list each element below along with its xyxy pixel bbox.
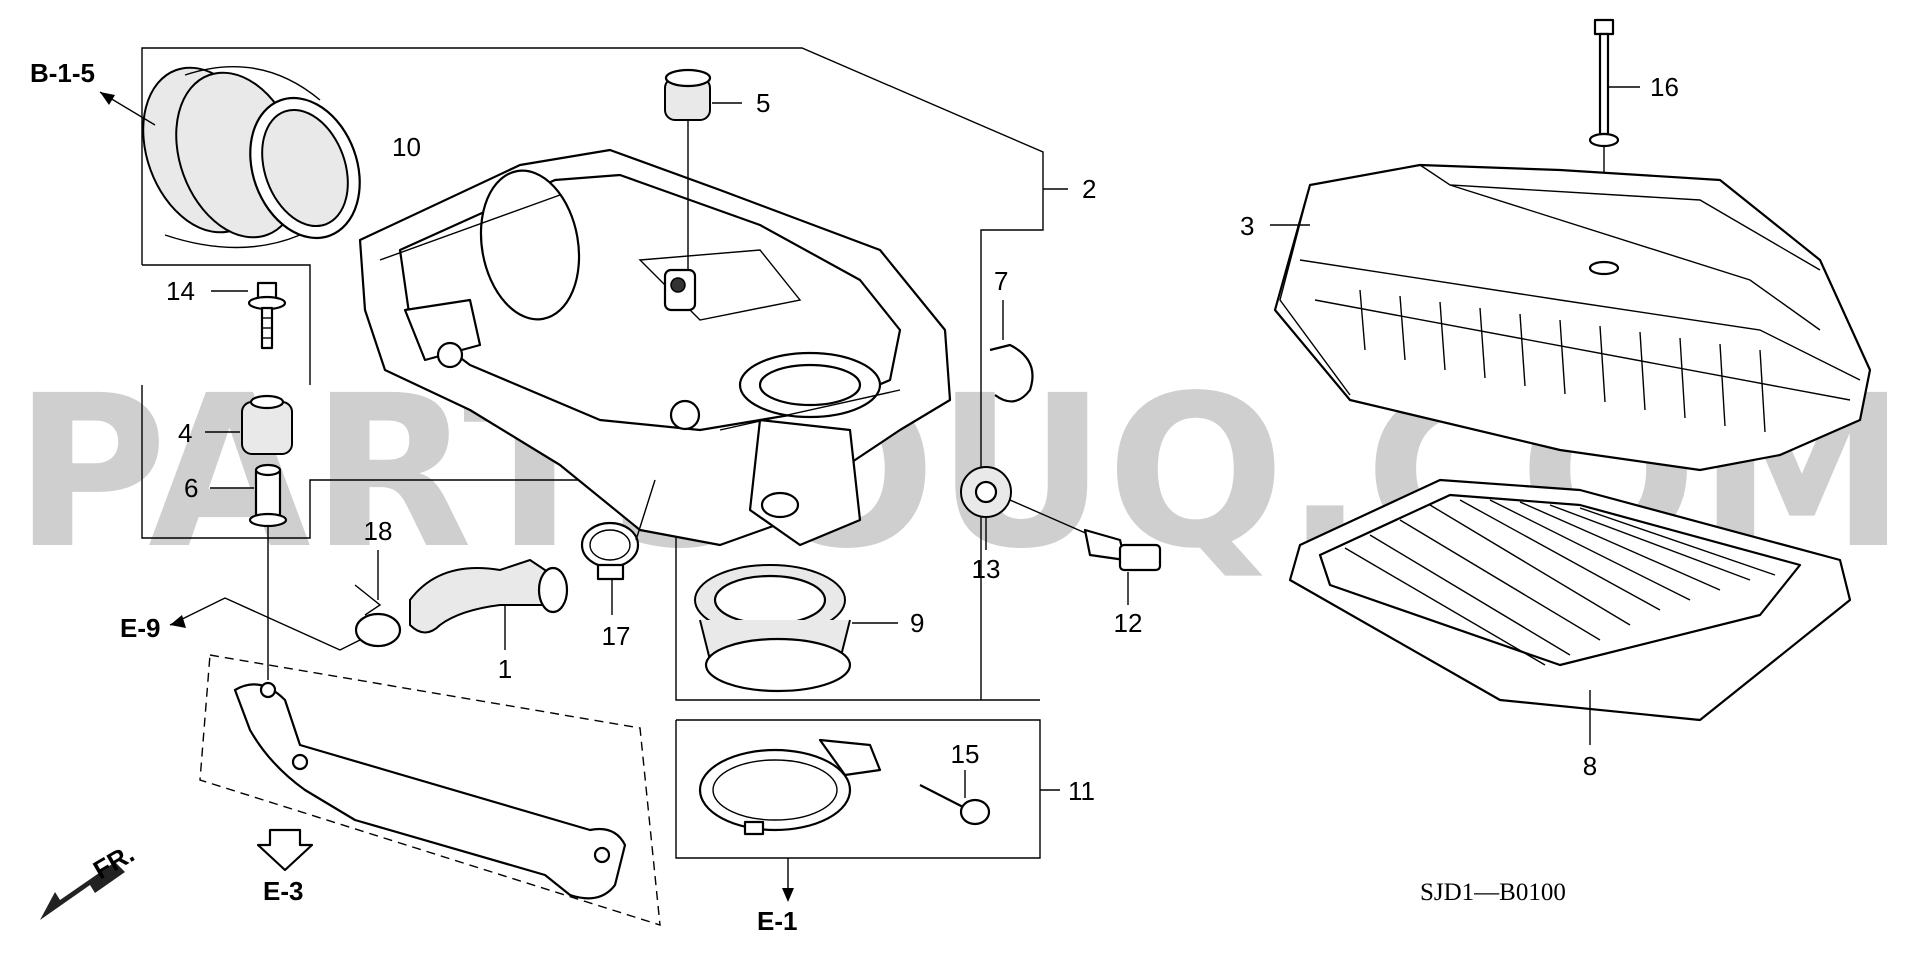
callout-4: 4 <box>178 418 192 448</box>
bracket-e3 <box>199 654 661 926</box>
callout-8: 8 <box>1583 751 1597 781</box>
callout-15: 15 <box>951 739 980 769</box>
arrow-e3 <box>256 828 314 872</box>
part-4-grommet[interactable] <box>205 394 293 455</box>
callout-17: 17 <box>602 621 631 651</box>
callout-18: 18 <box>364 516 393 546</box>
part-2-air-cleaner-housing[interactable] <box>358 148 952 547</box>
part-12-iat-sensor[interactable] <box>1009 499 1162 605</box>
arrow-e1 <box>782 858 794 902</box>
arrow-e9 <box>169 597 361 651</box>
callout-6: 6 <box>184 473 198 503</box>
callout-12: 12 <box>1114 608 1143 638</box>
assembly-outline <box>141 47 1068 859</box>
part-15-bolt[interactable] <box>919 770 991 826</box>
callout-5: 5 <box>756 88 770 118</box>
part-13-grommet[interactable] <box>960 466 1012 550</box>
part-14-bolt[interactable] <box>211 281 287 350</box>
callout-10: 10 <box>392 132 421 162</box>
part-3-upper-cover[interactable] <box>1270 163 1872 472</box>
callout-11: 11 <box>1068 776 1095 806</box>
part-6-collar[interactable] <box>210 463 288 680</box>
callout-14: 14 <box>166 276 195 306</box>
ref-e9[interactable]: E-9 <box>120 613 160 643</box>
part-10-intake-boot[interactable] <box>121 50 378 254</box>
part-17-clamp[interactable] <box>580 479 656 615</box>
part-16-bolt[interactable] <box>1588 18 1640 265</box>
part-5-grommet[interactable] <box>664 68 742 270</box>
callout-2: 2 <box>1082 174 1096 204</box>
part-11-clamp-band[interactable] <box>698 738 882 836</box>
diagram-code: SJD1—B0100 <box>1420 879 1566 906</box>
part-1-breather-hose[interactable] <box>409 558 569 650</box>
front-arrow <box>40 862 125 920</box>
callout-9: 9 <box>910 608 924 638</box>
callout-16: 16 <box>1650 72 1679 102</box>
part-8-air-filter[interactable] <box>1288 478 1852 745</box>
ref-e3[interactable]: E-3 <box>263 876 303 906</box>
part-9-duct-seal[interactable] <box>694 564 898 693</box>
arrow-b15 <box>99 91 156 126</box>
ref-e1[interactable]: E-1 <box>757 906 797 936</box>
callout-1: 1 <box>498 654 512 684</box>
callout-3: 3 <box>1240 211 1254 241</box>
callout-13: 13 <box>972 554 1001 584</box>
part-7-clip[interactable] <box>989 300 1034 403</box>
part-18-hose-clip[interactable] <box>354 550 402 648</box>
ref-b15[interactable]: B-1-5 <box>30 58 95 88</box>
callout-7: 7 <box>994 266 1008 296</box>
